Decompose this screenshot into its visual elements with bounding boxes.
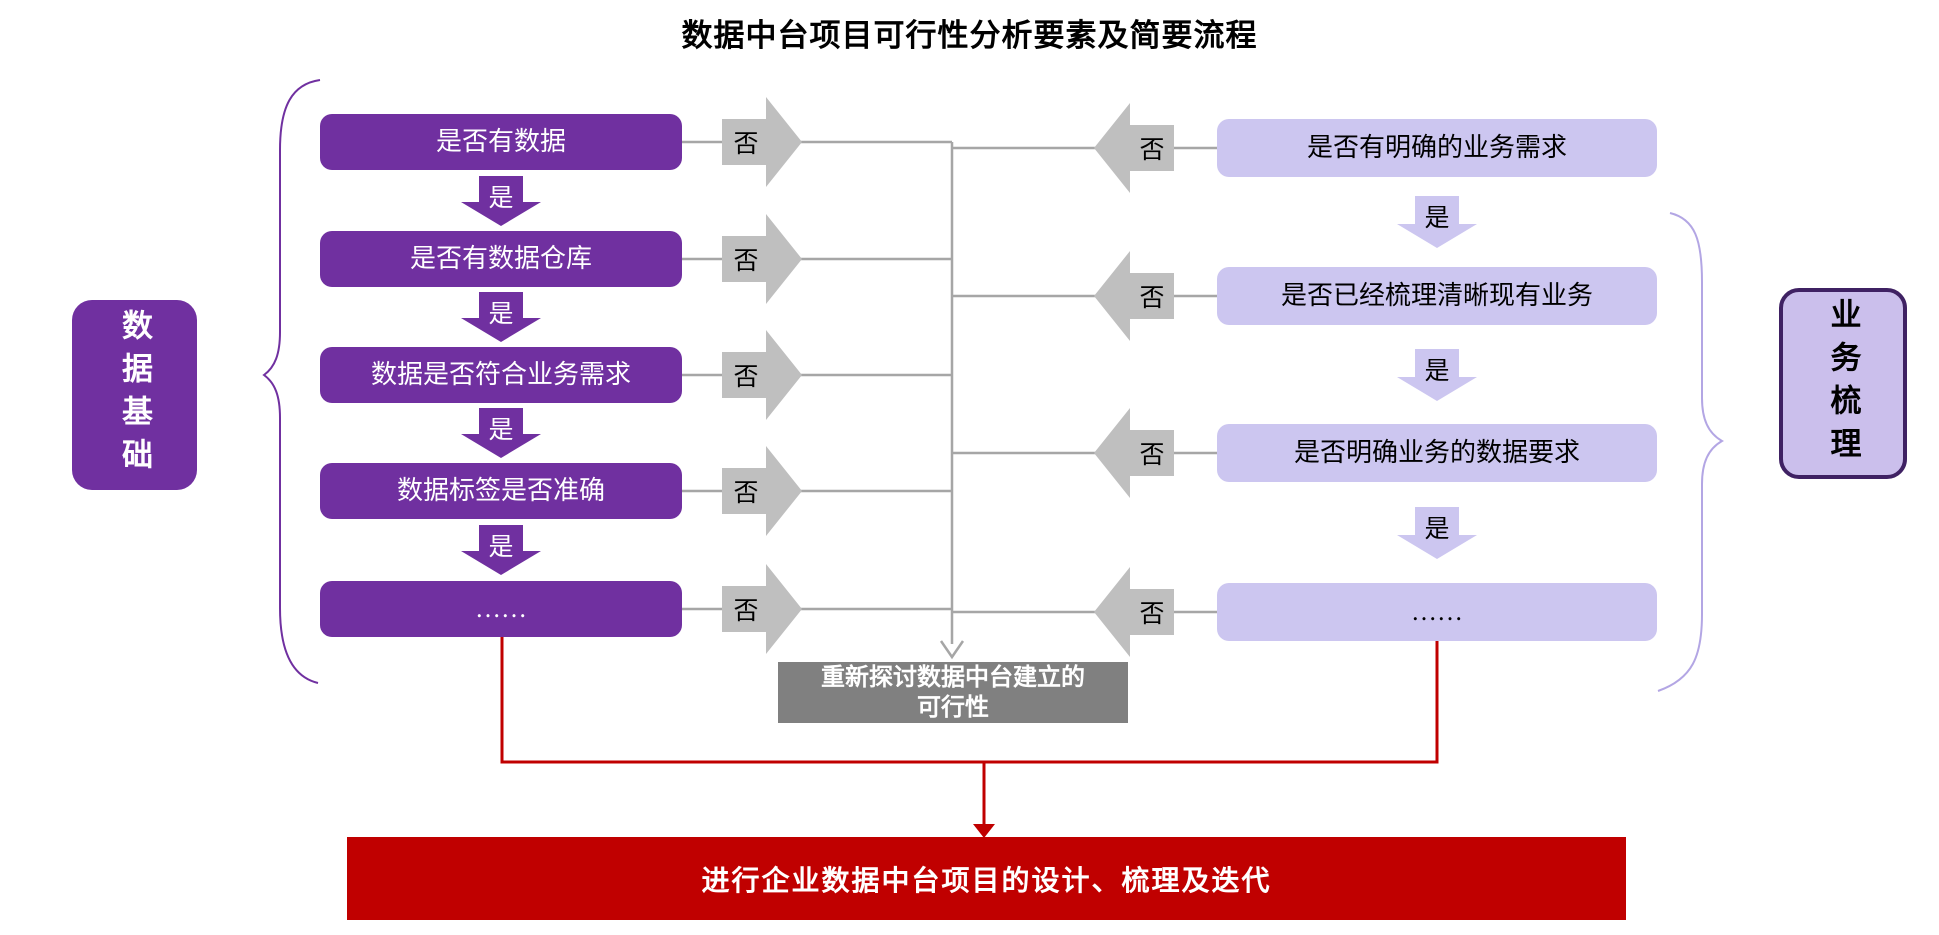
red-down-arrowhead-icon: [973, 824, 995, 838]
yes-label: 是: [488, 534, 514, 561]
yes-label: 是: [488, 301, 514, 328]
fail-reconsider-box: 重新探讨数据中台建立的可行性: [778, 662, 1128, 723]
no-label: 否: [1139, 442, 1165, 469]
no-label: 否: [1139, 285, 1165, 312]
no-label: 否: [733, 131, 759, 158]
yes-arrow-down-icon: [461, 408, 541, 458]
group-label-business-sorting: 业务梳理: [1779, 288, 1907, 479]
no-arrow-left-icon: [1094, 567, 1174, 657]
no-arrow-right-icon: [722, 330, 802, 420]
no-label: 否: [733, 364, 759, 391]
no-arrow-right-icon: [722, 446, 802, 536]
down-arrowhead-icon: [939, 640, 965, 660]
no-arrow-left-icon: [1094, 408, 1174, 498]
page-title: 数据中台项目可行性分析要素及简要流程: [681, 18, 1258, 53]
left-flow-box-5: ……: [320, 581, 682, 637]
yes-arrow-down-icon: [461, 176, 541, 226]
left-flow-box-2: 是否有数据仓库: [320, 231, 682, 287]
yes-label: 是: [1424, 205, 1450, 232]
yes-arrows-left: [461, 176, 541, 575]
left-flow-box-3: 数据是否符合业务需求: [320, 347, 682, 403]
left-flow-box-4: 数据标签是否准确: [320, 463, 682, 519]
group-label-data-foundation: 数据基础: [72, 300, 197, 490]
yes-label: 是: [1424, 358, 1450, 385]
right-flow-box-2: 是否已经梳理清晰现有业务: [1217, 267, 1657, 325]
yes-label: 是: [488, 185, 514, 212]
yes-label: 是: [488, 417, 514, 444]
no-arrows-left: [722, 97, 802, 654]
no-arrow-left-icon: [1094, 103, 1174, 193]
success-action-box: 进行企业数据中台项目的设计、梳理及迭代: [347, 837, 1626, 920]
left-flow-box-1: 是否有数据: [320, 114, 682, 170]
yes-arrow-down-icon: [461, 525, 541, 575]
left-brace: [262, 79, 321, 684]
no-label: 否: [733, 248, 759, 275]
yes-arrow-down-icon: [1397, 349, 1477, 401]
right-flow-box-4: ……: [1217, 583, 1657, 641]
no-label: 否: [733, 480, 759, 507]
yes-arrow-down-icon: [1397, 507, 1477, 559]
right-flow-box-3: 是否明确业务的数据要求: [1217, 424, 1657, 482]
no-arrow-left-icon: [1094, 251, 1174, 341]
no-arrows-right: [1094, 103, 1174, 657]
yes-arrows-right: [1397, 196, 1477, 559]
right-brace: [1657, 212, 1725, 692]
no-label: 否: [1139, 601, 1165, 628]
yes-arrow-down-icon: [1397, 196, 1477, 248]
no-label: 否: [733, 598, 759, 625]
no-arrow-right-icon: [722, 97, 802, 187]
no-label: 否: [1139, 137, 1165, 164]
yes-label: 是: [1424, 516, 1450, 543]
right-flow-box-1: 是否有明确的业务需求: [1217, 119, 1657, 177]
no-arrow-right-icon: [722, 214, 802, 304]
no-arrow-right-icon: [722, 564, 802, 654]
red-connector-lines: [500, 637, 1439, 824]
yes-arrow-down-icon: [461, 292, 541, 342]
